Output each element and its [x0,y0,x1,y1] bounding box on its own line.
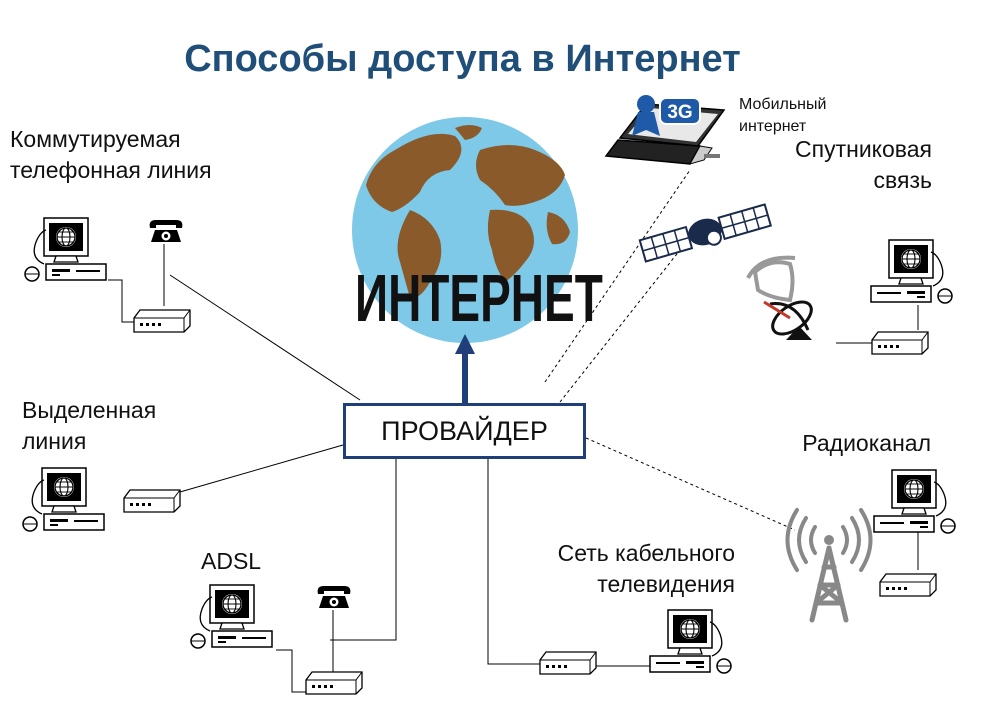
modem-icon [871,331,929,355]
label-mobile-line1: Мобильный [739,96,827,113]
label-adsl-line1: ADSL [201,548,262,574]
internet-letter: Н [388,260,422,336]
internet-letter: Т [421,260,450,336]
provider-box: ПРОВАЙДЕР [343,403,586,459]
line-cable-provider [487,459,540,665]
line-radio-provider [585,437,796,531]
line-adsl-local [276,649,306,693]
modem-icon [123,489,181,513]
label-satellite-line1: Спутниковая [795,136,932,162]
satellite-icon [638,203,773,263]
label-satellite: Спутниковая связь [795,134,932,196]
internet-letter: Е [449,260,481,336]
label-dialup-line2: телефонная линия [10,157,212,183]
internet-letter: Р [480,260,511,336]
label-mobile-line2: интернет [739,118,807,135]
page-title: Способы доступа в Интернет [184,38,741,80]
computer-icon [870,239,953,304]
label-mobile: Мобильный интернет [739,94,826,138]
telephone-icon [149,220,183,242]
telephone-icon [317,586,351,608]
label-cable-tv-line2: телевидения [597,571,735,597]
label-cable-tv: Сеть кабельного телевидения [558,538,735,600]
computer-icon [22,467,105,532]
modem-icon [539,651,597,675]
internet-letter: Е [544,260,575,336]
computer-icon [190,584,273,649]
line-mobile-provider [544,169,691,383]
label-leased-line1: Выделенная [22,397,157,423]
label-dialup-line1: Коммутируемая [10,126,181,152]
connection-lines [108,169,919,693]
modem-icon [305,671,363,695]
modem-icon [133,309,191,333]
line-dialup-local [108,279,134,323]
computer-icon [873,469,956,534]
satellite-dish-icon [746,255,813,340]
label-adsl: ADSL [201,546,261,577]
line-leased-provider [179,444,344,493]
internet-letter: Т [574,260,603,336]
label-cable-tv-line1: Сеть кабельного [557,540,735,566]
label-satellite-line2: связь [873,167,932,193]
computer-icon [24,217,107,282]
arrow-provider-to-internet [455,334,475,403]
label-radio-line1: Радиоканал [802,430,931,456]
internet-letter: И [355,260,389,336]
radio-tower-icon [809,535,849,623]
label-dialup: Коммутируемая телефонная линия [10,124,212,186]
signal-waves-icon [785,508,873,572]
modem-icon [879,573,937,597]
computer-icon [649,609,732,674]
label-radio: Радиоканал [802,428,931,459]
internet-letter: Н [510,260,545,336]
globe-icon [352,117,578,343]
provider-label: ПРОВАЙДЕР [381,415,548,446]
3g-badge-text: 3G [667,102,692,123]
line-satellite-provider [559,249,681,403]
label-leased: Выделенная линия [22,395,156,457]
line-adsl-provider [330,459,397,641]
3g-badge: 3G [632,95,701,136]
line-dialup-provider [169,274,361,401]
label-leased-line2: линия [22,428,87,454]
internet-label: И Н Т Е Р Н Е Т [355,240,603,356]
